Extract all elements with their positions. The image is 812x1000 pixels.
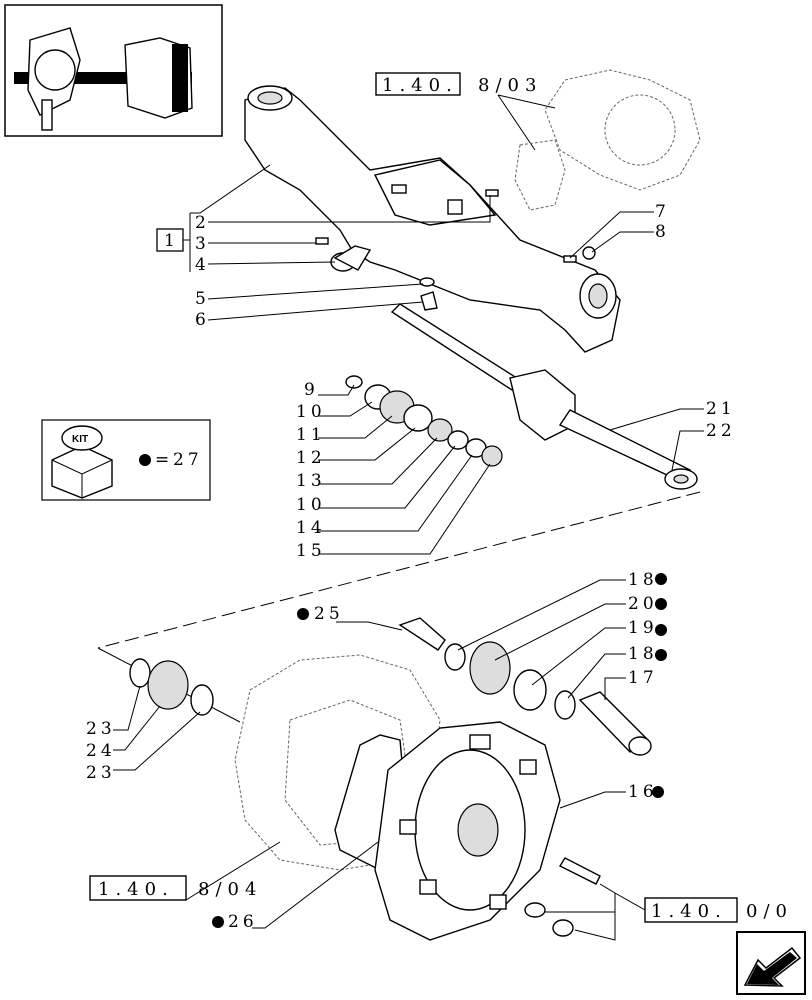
callout-26: 26 [228, 912, 258, 932]
callout-25: 25 [314, 604, 344, 624]
next-page-arrow-icon[interactable] [736, 931, 806, 995]
filled-dot-icon [655, 573, 667, 585]
filled-dot-icon [652, 786, 664, 798]
ghost-hub-upper [514, 69, 701, 211]
ref-top-suffix: 8/03 [478, 75, 542, 96]
callout-6: 6 [195, 310, 210, 330]
filled-dot-icon [655, 649, 667, 661]
washer-part [524, 902, 546, 918]
separator-dashed [97, 491, 701, 649]
filled-dot-icon [655, 624, 667, 636]
callout-17: 17 [628, 668, 658, 688]
callout-bracket-1: 1 [156, 164, 271, 272]
callout-4: 4 [195, 255, 210, 275]
reference-box-bottom-right[interactable]: 1.40. 0/0 [545, 883, 793, 941]
callout-2: 2 [195, 213, 210, 233]
ring-cluster [345, 375, 503, 467]
filled-dot-icon [212, 916, 224, 928]
washer-part-5 [419, 277, 435, 287]
callout-12: 12 [296, 448, 326, 468]
callout-22: 22 [706, 421, 736, 441]
plug-part-8 [582, 246, 596, 260]
callout-23b: 23 [86, 763, 116, 783]
callout-24: 24 [86, 741, 116, 761]
hub-carrier [334, 721, 561, 941]
bracket-label: 1 [164, 231, 179, 251]
callout-3: 3 [195, 234, 210, 254]
callout-8: 8 [655, 222, 670, 242]
pin-part-7 [563, 255, 577, 263]
callout-16: 16 [628, 782, 658, 802]
overview-thumbnail[interactable] [4, 4, 223, 137]
filled-dot-icon [139, 454, 151, 466]
callout-13: 13 [296, 471, 326, 491]
ref-bottom-right-suffix: 0/0 [746, 901, 793, 922]
callout-18a: 18 [628, 570, 658, 590]
callout-7: 7 [655, 202, 670, 222]
callout-10b: 10 [296, 495, 326, 515]
callout-labels: 2 3 4 5 6 7 8 9 10 11 12 13 10 14 15 21 … [86, 195, 736, 932]
ref-bottom-left-code: 1.40. [98, 879, 174, 900]
pin-part-3 [315, 237, 329, 245]
reference-box-bottom-left[interactable]: 1.40. 8/04 [89, 841, 281, 901]
reference-box-top[interactable]: 1.40. 8/03 [375, 72, 556, 151]
kit-legend: KIT = 27 [41, 419, 211, 501]
callout-5: 5 [195, 289, 210, 309]
callout-9: 9 [304, 380, 319, 400]
callout-18b: 18 [628, 644, 658, 664]
drive-shaft [390, 303, 698, 490]
callout-11: 11 [296, 425, 326, 445]
callout-14: 14 [296, 518, 326, 538]
ref-top-code: 1.40. [382, 75, 458, 96]
axle-housing [244, 85, 621, 353]
filled-dot-icon [655, 598, 667, 610]
callout-20: 20 [628, 594, 658, 614]
kit-equals: = [155, 450, 173, 470]
callout-15: 15 [296, 541, 326, 561]
callout-19: 19 [628, 618, 658, 638]
bolt-part [558, 857, 601, 885]
planet-gear-parts [129, 617, 652, 756]
callout-23a: 23 [86, 719, 116, 739]
callout-21: 21 [706, 399, 736, 419]
nut-part [552, 919, 574, 937]
filled-dot-icon [297, 608, 309, 620]
callout-10a: 10 [296, 402, 326, 422]
ref-bottom-left-suffix: 8/04 [198, 879, 262, 900]
plug-part-6 [420, 291, 438, 311]
ref-bottom-right-code: 1.40. [651, 901, 727, 922]
kit-badge: KIT [72, 434, 88, 445]
kit-value: 27 [173, 450, 203, 470]
pin-part-2 [485, 189, 499, 197]
